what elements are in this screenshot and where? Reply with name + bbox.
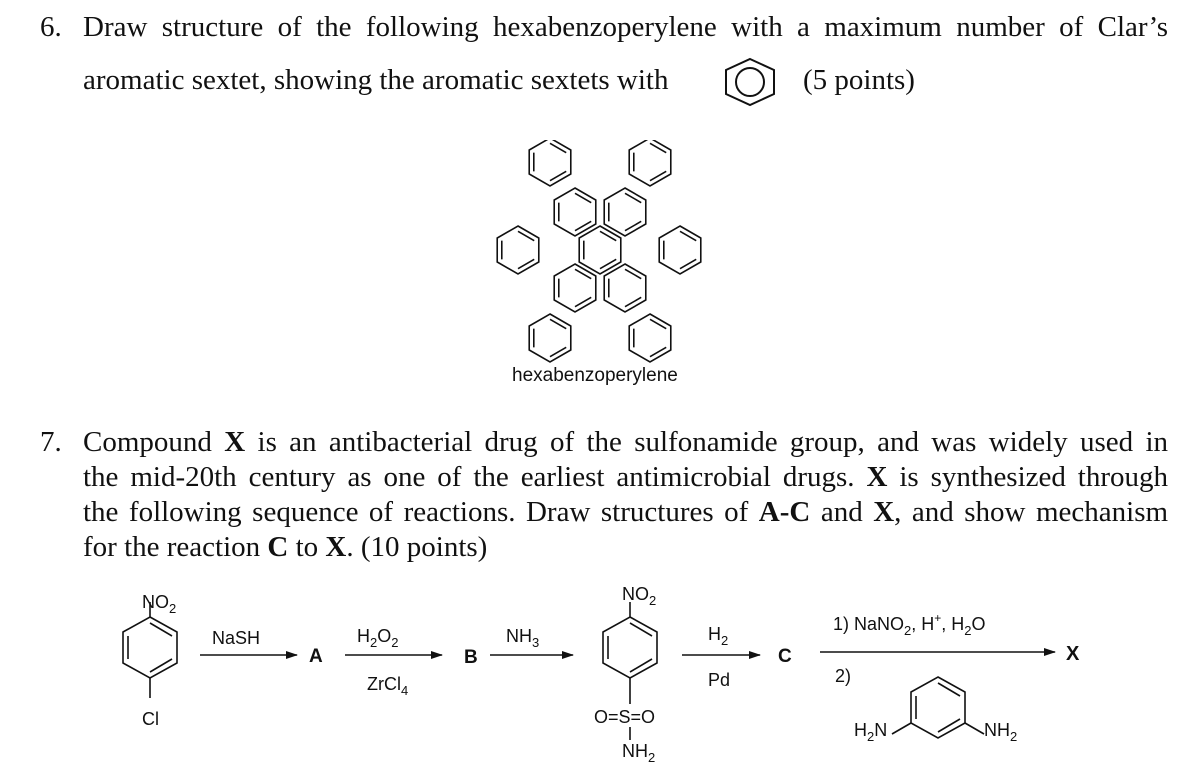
sulfonyl-label: O=S=O	[594, 707, 655, 727]
reagent-pd: Pd	[708, 670, 730, 690]
q7-line4-a: for the reaction	[83, 531, 261, 563]
double-bond	[599, 258, 617, 270]
q7-line1-a: Compound	[83, 426, 212, 458]
question-7-line-1: Compound X is an antibacterial drug of t…	[83, 425, 1168, 460]
double-bond	[574, 296, 592, 308]
question-7-line-2: the mid-20th century as one of the earli…	[83, 460, 1168, 495]
hexagon-ring	[496, 225, 540, 275]
double-bond	[517, 258, 535, 270]
question-6-line-2-a: aromatic sextet, showing the aromatic se…	[83, 64, 669, 96]
q7-line4-to: to	[295, 531, 319, 563]
double-bond	[549, 346, 567, 358]
double-bond	[549, 142, 567, 154]
reagent-step-2: 2)	[835, 666, 851, 686]
double-bond	[624, 220, 642, 232]
double-bond	[649, 346, 667, 358]
q7-line3-a: the following sequence of reactions. Dra…	[83, 496, 749, 528]
reagent-step-1: 1) NaNO2, H+, H2O	[833, 611, 986, 638]
double-bond	[574, 268, 592, 280]
double-bond	[649, 318, 667, 330]
sulfonamide-nh2-label: NH2	[622, 741, 655, 763]
reagent-h2: H2	[708, 624, 728, 648]
question-7-line-3: the following sequence of reactions. Dra…	[83, 495, 1168, 530]
double-bond	[599, 230, 617, 242]
aromatic-sextet-icon	[725, 57, 775, 107]
reagent-h2o2: H2O2	[357, 626, 398, 650]
question-7-number: 7.	[40, 426, 62, 458]
compound-b: B	[464, 647, 478, 668]
q7-line2-a: the mid-20th century as one of the earli…	[83, 461, 855, 493]
double-bond	[517, 230, 535, 242]
double-bond	[574, 192, 592, 204]
q7-line3-ac: A-C	[758, 496, 811, 528]
question-7-line-4-wrap: for the reaction C to X. (10 points)	[83, 530, 487, 565]
double-bond	[679, 230, 697, 242]
question-6-line-1: Draw structure of the following hexabenz…	[83, 11, 1168, 43]
double-bond	[649, 170, 667, 182]
points-q6: (5 points)	[803, 63, 915, 98]
q7-line4-c: C	[267, 531, 289, 563]
diamine-ring	[891, 676, 985, 739]
hexagon-ring	[553, 263, 597, 313]
q7-line3-b: , and show mechanism	[894, 496, 1169, 528]
double-bond	[624, 268, 642, 280]
hexagon-ring	[658, 225, 702, 275]
q7-line1-b: is an antibacterial drug of the sulfonam…	[257, 426, 1169, 458]
q7-line4-x: X	[325, 531, 347, 563]
reagent-zrcl4: ZrCl4	[367, 674, 408, 698]
hexagon-ring	[628, 140, 672, 187]
hexagon-ring	[578, 225, 622, 275]
reaction-scheme: NO2 Cl NaSH A H2O2 ZrCl4 B NH3 NO2 O=S=O…	[122, 584, 1080, 763]
diamine-left-nh2: H2N	[854, 720, 887, 744]
q7-line1-x: X	[224, 426, 246, 458]
q7-line2-b: is synthesized through	[899, 461, 1169, 493]
compound-c: C	[778, 646, 792, 667]
hexagon-ring	[628, 313, 672, 363]
compound-x: X	[1066, 643, 1080, 665]
intermediate-ring	[602, 602, 658, 740]
double-bond	[574, 220, 592, 232]
double-bond	[679, 258, 697, 270]
reagent-nh3: NH3	[506, 626, 539, 650]
starting-material-ring	[122, 602, 178, 698]
hexagon-ring	[528, 313, 572, 363]
hexagon-ring	[528, 140, 572, 187]
question-6-line-2: aromatic sextet, showing the aromatic se…	[83, 63, 668, 98]
diamine-right-nh2: NH2	[984, 720, 1017, 744]
hexabenzoperylene-structure	[496, 140, 702, 363]
sm-nitro-label: NO2	[142, 592, 176, 616]
q7-line3-and: and	[820, 496, 863, 528]
sm-cl-label: Cl	[142, 709, 159, 729]
double-bond	[549, 170, 567, 182]
q7-line2-x: X	[866, 461, 888, 493]
points-q6-text: (5 points)	[803, 64, 915, 96]
hexagon-ring	[603, 263, 647, 313]
int-nitro-label: NO2	[622, 584, 656, 608]
molecule-label: hexabenzoperylene	[512, 365, 678, 386]
q7-line3-x: X	[873, 496, 895, 528]
double-bond	[624, 296, 642, 308]
double-bond	[549, 318, 567, 330]
q7-line4-b: . (10 points)	[346, 531, 488, 563]
double-bond	[649, 142, 667, 154]
reagent-nash: NaSH	[212, 628, 260, 648]
hexagon-ring	[603, 187, 647, 237]
hexagon-ring	[553, 187, 597, 237]
double-bond	[624, 192, 642, 204]
compound-a: A	[309, 646, 323, 667]
question-6-number: 6.	[40, 11, 62, 43]
